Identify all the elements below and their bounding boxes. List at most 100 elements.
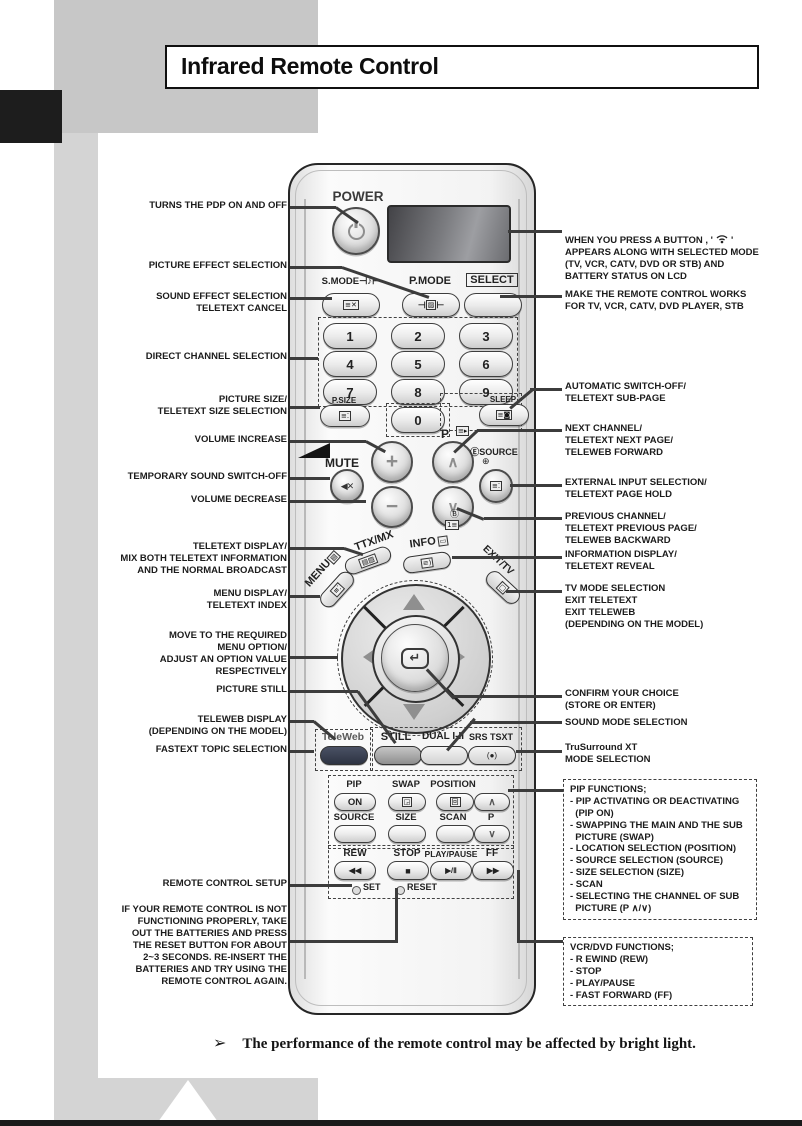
callout-trusurround: TruSurround XT MODE SELECTION (565, 742, 651, 766)
volume-down-button: − (371, 486, 413, 528)
digit-button-2: 2 (391, 323, 445, 349)
pip-on-button: ON (334, 793, 376, 811)
callout-sound-effect: SOUND EFFECT SELECTION TELETEXT CANCEL (156, 291, 287, 315)
nav-up-arrow (403, 594, 425, 610)
page-title: Infrared Remote Control (181, 53, 439, 79)
callout-reset-instructions: IF YOUR REMOTE CONTROL IS NOT FUNCTIONIN… (121, 904, 287, 988)
leader-line (290, 266, 342, 269)
power-button (332, 207, 380, 255)
leader-line (290, 656, 338, 659)
digit-button-1: 1 (323, 323, 377, 349)
teleweb-button (320, 746, 368, 765)
leader-line (290, 206, 336, 209)
rew-button: ◀◀ (334, 861, 376, 880)
leader-line (290, 477, 330, 480)
digit-button-7: 7 (323, 379, 377, 405)
callout-move-menu-option: MOVE TO THE REQUIRED MENU OPTION/ ADJUST… (159, 630, 287, 678)
callout-sleep: AUTOMATIC SWITCH-OFF/ TELETEXT SUB-PAGE (565, 381, 687, 405)
footer-note: ➢ The performance of the remote control … (213, 1033, 696, 1053)
teletext-hold-b-icon: Ⓑ (450, 509, 460, 519)
plus-icon: + (385, 450, 399, 473)
nav-down-arrow (403, 704, 425, 720)
callout-lcd-after: ' (730, 235, 734, 247)
leader-line (530, 388, 562, 391)
teleweb-dashed-box (315, 729, 373, 771)
title-box: Infrared Remote Control (165, 45, 759, 89)
digit-button-6: 6 (459, 351, 513, 377)
swap-icon: ◲ (401, 797, 413, 807)
leader-line (290, 500, 366, 503)
dual-button (420, 746, 468, 765)
leader-line (290, 750, 314, 753)
swap-button: ◲ (388, 793, 426, 811)
size-label: SIZE (395, 812, 417, 823)
callout-temporary-sound: TEMPORARY SOUND SWITCH-OFF (127, 471, 287, 482)
sound-mode-label: S.MODE⊣♪⊢ (321, 276, 381, 287)
note-text: The performance of the remote control ma… (242, 1036, 696, 1052)
srs-icon: (●) (486, 751, 498, 760)
leader-line (290, 720, 314, 723)
leader-line (290, 940, 398, 943)
digit-button-9: 9 (459, 379, 513, 405)
source-label: ⒺSOURCE (470, 447, 518, 457)
leader-line (508, 789, 563, 792)
leader-line (508, 230, 562, 233)
callout-select-mode: MAKE THE REMOTE CONTROL WORKS FOR TV, VC… (565, 289, 747, 313)
enter-icon: ↵ (400, 647, 430, 669)
teletext-cancel-icon: ≡✕ (343, 300, 359, 310)
teletext-next-page-icon: ≡▸ (456, 426, 470, 436)
callout-tv-mode: TV MODE SELECTION EXIT TELETEXT EXIT TEL… (565, 583, 704, 631)
psize-button: ≡⁚ (320, 405, 370, 427)
signal-icon (716, 235, 728, 244)
digit-button-8: 8 (391, 379, 445, 405)
callout-sound-mode: SOUND MODE SELECTION (565, 717, 688, 728)
sub-channel-down-button: ∨ (474, 825, 510, 843)
teleweb-label: TeleWeb (321, 731, 365, 743)
callout-menu-display: MENU DISPLAY/ TELETEXT INDEX (206, 588, 287, 612)
chevron-down-icon: ∨ (447, 499, 459, 516)
play-pause-button: ▶/Ⅱ (430, 861, 472, 880)
psize-icon: ≡⁚ (338, 411, 352, 421)
mute-label: MUTE (325, 456, 359, 470)
language-badge-text: ENG (20, 200, 44, 212)
digit-button-3: 3 (459, 323, 513, 349)
callout-teletext-display: TELETEXT DISPLAY/ MIX BOTH TELETEXT INFO… (120, 541, 287, 577)
source-button-icon: ≡⁚ (489, 481, 503, 491)
leader-line (395, 888, 398, 942)
callout-vcr-functions-box: VCR/DVD FUNCTIONS; - R EWIND (REW) - STO… (563, 937, 753, 1007)
position-button: 回 (436, 793, 474, 811)
language-badge-circle: ENG (13, 187, 51, 225)
callout-picture-size: PICTURE SIZE/ TELETEXT SIZE SELECTION (157, 394, 287, 418)
bottom-triangle-notch (158, 1080, 218, 1122)
remote-molding-line (295, 170, 527, 1006)
callout-picture-still: PICTURE STILL (216, 684, 287, 695)
power-label: POWER (332, 189, 384, 204)
leader-line (290, 357, 318, 360)
enter-icon-glyph: ↵ (409, 650, 421, 666)
leader-line (470, 721, 562, 724)
leader-line (452, 556, 562, 559)
sub-channel-up-button: ∧ (474, 793, 510, 811)
picture-effect-icon: ▨ (425, 300, 437, 310)
mute-button: ◀✕ (330, 469, 364, 503)
info-box-icon: ▭ (437, 535, 450, 547)
left-gray-strip (54, 0, 98, 1122)
select-label-text: SELECT (466, 273, 518, 287)
position-icon: 回 (449, 797, 461, 807)
pip-source-button (334, 825, 376, 843)
sound-effect-button: ≡✕ (322, 293, 380, 317)
dual-label: DUAL I-II (421, 731, 465, 742)
set-label: SET (363, 882, 381, 892)
callout-lcd-rest: APPEARS ALONG WITH SELECTED MODE (TV, VC… (565, 247, 759, 283)
callout-information-display: INFORMATION DISPLAY/ TELETEXT REVEAL (565, 549, 677, 573)
mute-icon: ◀✕ (340, 480, 355, 491)
picture-mode-label: P.MODE (409, 275, 451, 287)
srs-button: (●) (468, 746, 516, 765)
callout-next-channel: NEXT CHANNEL/ TELETEXT NEXT PAGE/ TELEWE… (565, 423, 674, 459)
leader-line (516, 750, 562, 753)
psize-label: P.SIZE (331, 396, 357, 405)
chevron-up-icon: ∧ (447, 454, 459, 471)
rew-label: REW (343, 848, 367, 859)
leader-line (290, 884, 352, 887)
